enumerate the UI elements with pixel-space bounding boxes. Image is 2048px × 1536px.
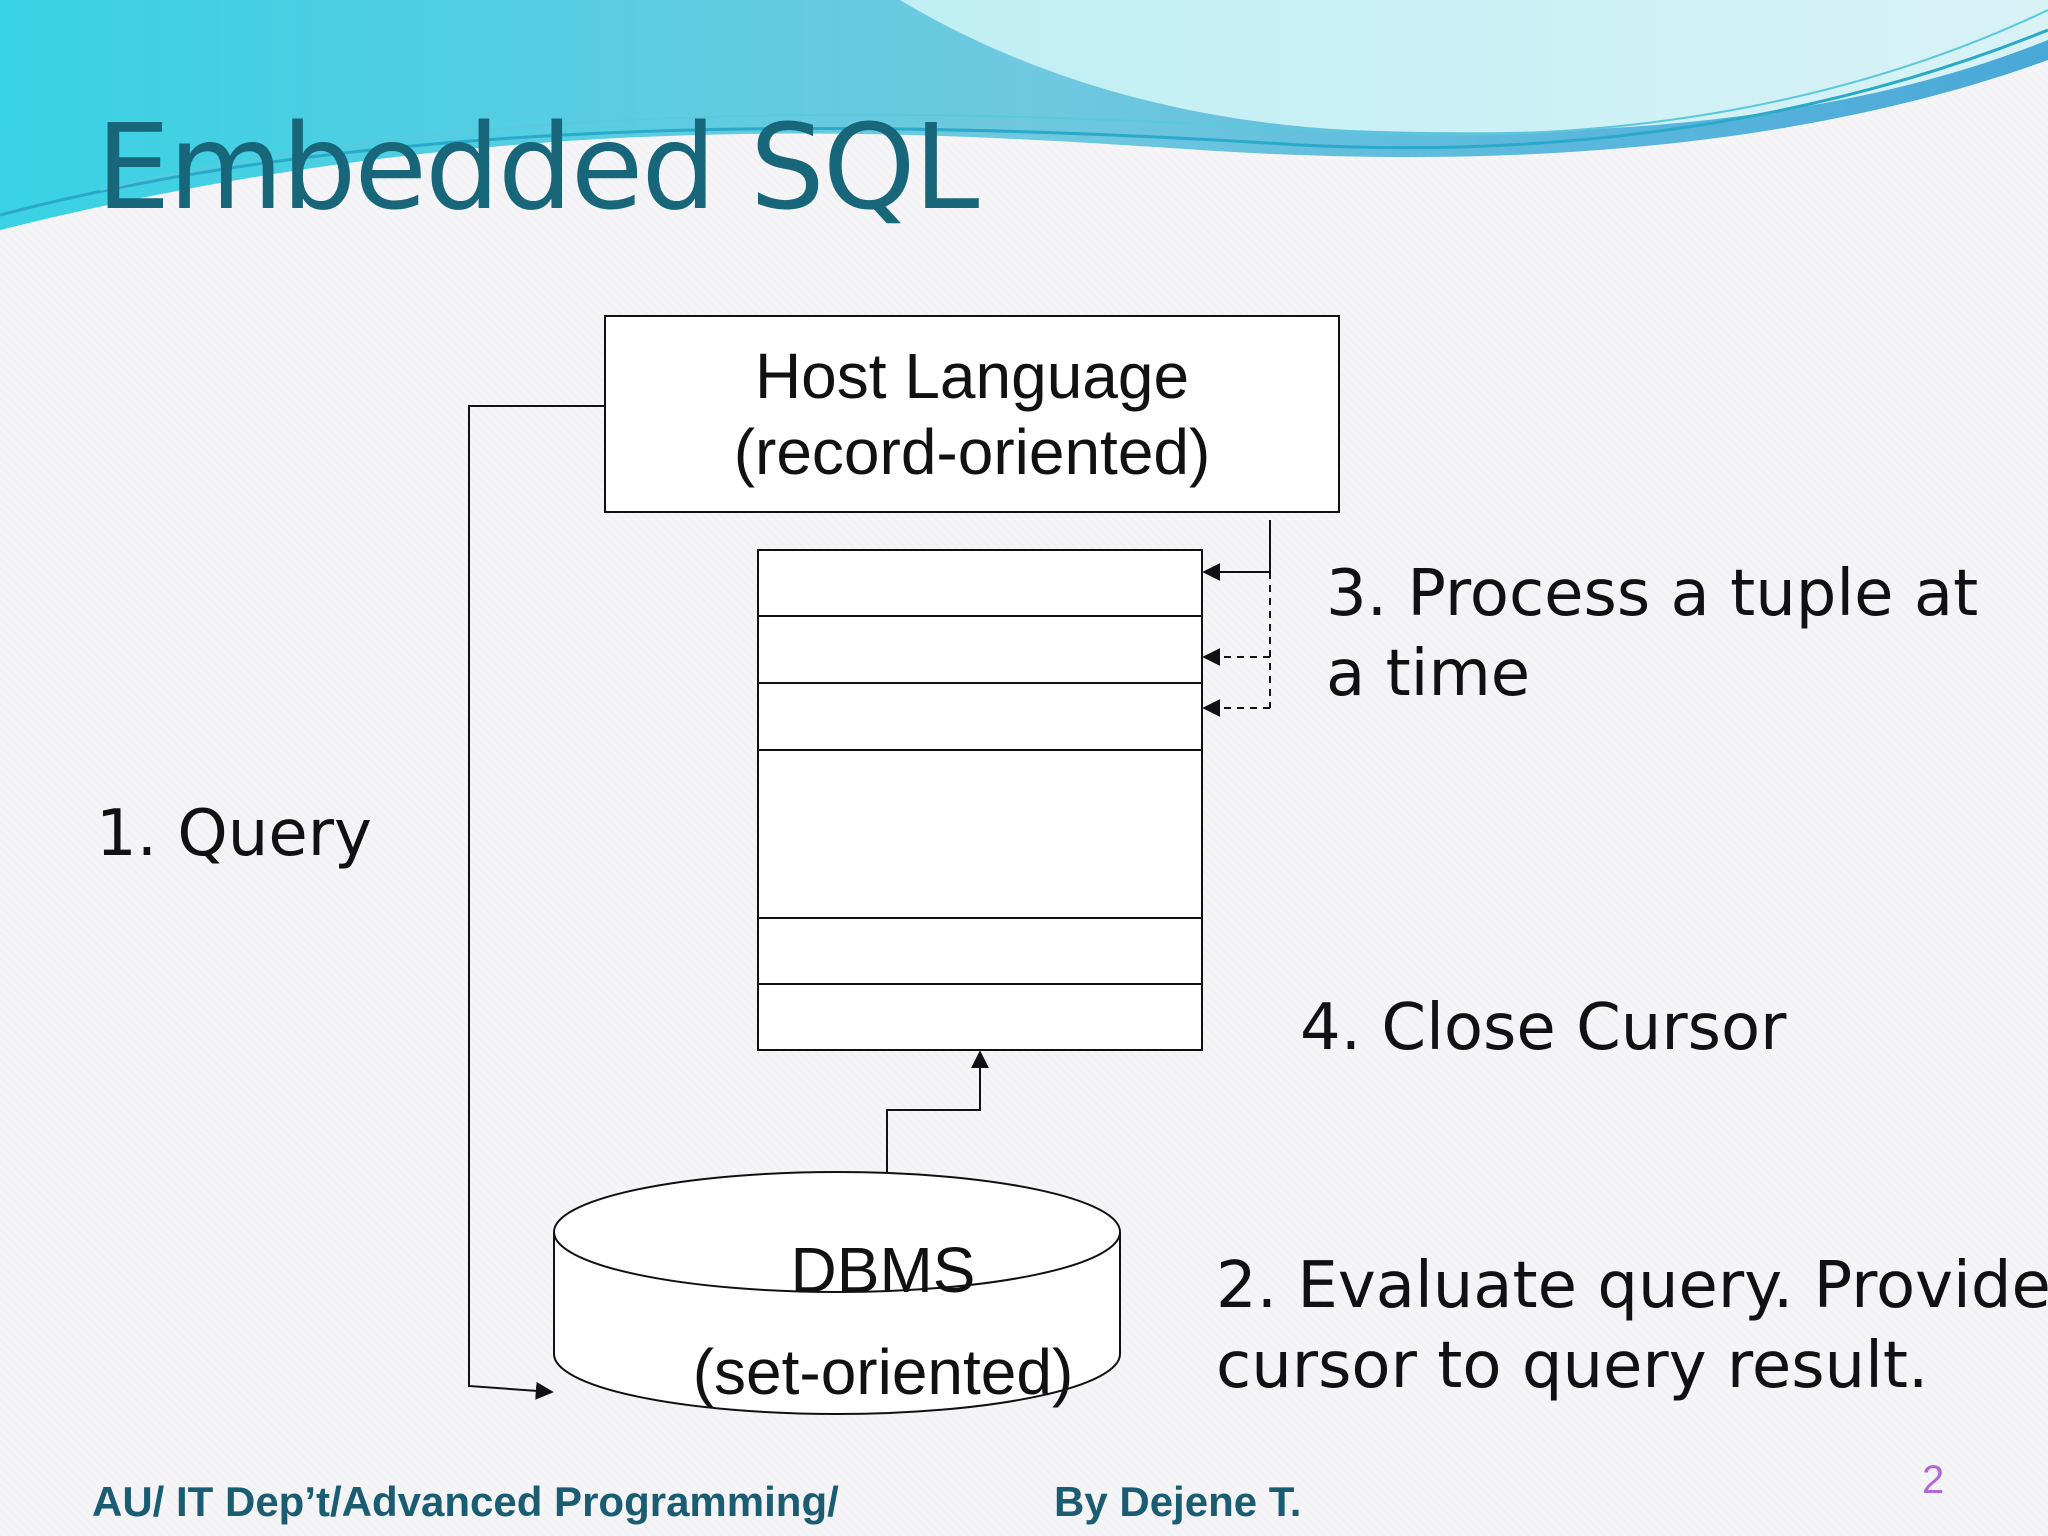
cursor-result-table [757, 549, 1203, 1051]
result-arrow [886, 1050, 989, 1172]
slide-title: Embedded SQL [96, 98, 979, 236]
host-language-line2: (record-oriented) [733, 416, 1211, 488]
step-process-line1: 3. Process a tuple at [1326, 557, 1979, 631]
step-evaluate-line1: 2. Evaluate query. Provide [1216, 1249, 2048, 1323]
footer-left: AU/ IT Dep’t/Advanced Programming/ [92, 1478, 839, 1525]
fetch-arrows [1202, 520, 1271, 717]
step-process-label: 3. Process a tuple at a time [1326, 554, 1978, 714]
page-number: 2 [1922, 1458, 1945, 1502]
dbms-cylinder [553, 1171, 1121, 1415]
query-arrow [468, 405, 605, 1400]
host-language-box [604, 315, 1340, 513]
step-query-label: 1. Query [96, 797, 372, 871]
footer-right: By Dejene T. [1054, 1478, 1302, 1525]
step-process-line2: a time [1326, 637, 1531, 711]
host-language-line1: Host Language [754, 340, 1190, 412]
host-language-label: Host Language (record-oriented) [605, 338, 1339, 490]
step-evaluate-label: 2. Evaluate query. Provide cursor to que… [1216, 1246, 2048, 1406]
step-close-label: 4. Close Cursor [1300, 991, 1787, 1065]
step-evaluate-line2: cursor to query result. [1216, 1329, 1929, 1403]
header-wave [0, 0, 2048, 230]
dbms-label-line1: DBMS [790, 1234, 976, 1306]
dbms-label-line2: (set-oriented) [692, 1336, 1074, 1408]
